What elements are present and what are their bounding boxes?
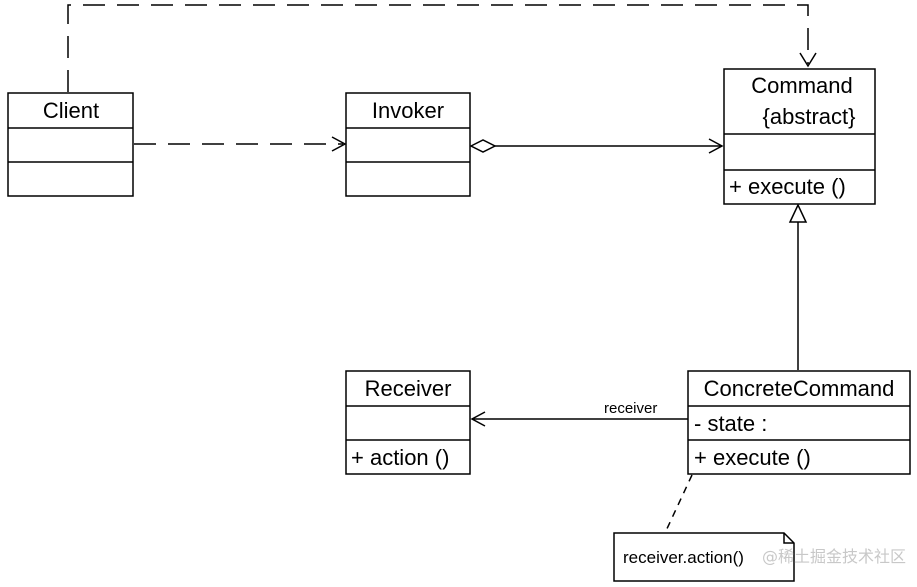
class-command: Command {abstract} + execute () [723,68,876,205]
generalization-triangle [788,203,808,223]
class-concrete-command-name: ConcreteCommand [704,376,895,401]
class-receiver: Receiver + action () [345,370,471,475]
aggregation-diamond [469,139,497,153]
client-command-dependency [67,4,809,92]
class-command-stereotype: {abstract} [763,104,856,129]
note-text: receiver.action() [623,548,744,567]
note-connector [664,474,693,534]
class-receiver-operation: + action () [351,445,449,470]
class-concrete-command-attribute: - state : [694,411,767,436]
class-concrete-command-operation: + execute () [694,445,811,470]
class-concrete-command: ConcreteCommand - state : + execute () [687,370,911,475]
receiver-role-label: receiver [604,400,657,417]
class-client: Client [7,92,134,197]
class-invoker: Invoker [345,92,471,197]
client-invoker-arrowhead [331,136,347,152]
client-command-arrowhead [799,52,817,68]
class-client-name: Client [43,98,99,123]
note: receiver.action() [613,532,795,582]
class-command-name: Command [751,73,852,98]
class-receiver-name: Receiver [365,376,452,401]
receiver-association-arrowhead [470,411,486,427]
invoker-command-arrowhead [708,138,724,154]
class-command-operation: + execute () [729,174,846,199]
watermark: @稀土掘金技术社区 [762,547,906,566]
class-invoker-name: Invoker [372,98,444,123]
